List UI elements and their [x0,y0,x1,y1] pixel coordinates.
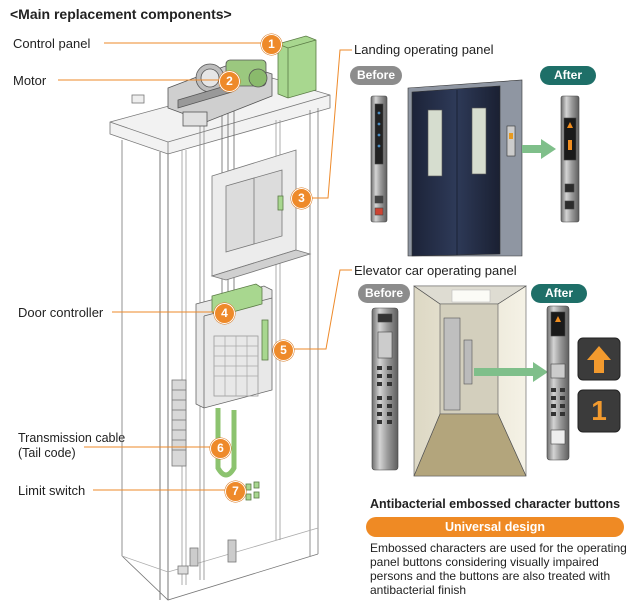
landing-before-panel [370,95,388,223]
feature-title: Antibacterial embossed character buttons [370,497,621,511]
universal-design-bar: Universal design [366,517,624,537]
label-control-panel: Control panel [13,36,91,51]
limit-switches [245,481,260,501]
label-transmission-cable-line1: Transmission cable [18,431,126,445]
label-limit-switch: Limit switch [18,483,86,498]
callout-4: 4 [214,303,235,324]
after-badge-landing: After [540,66,596,85]
landing-door-floor [210,149,312,281]
callout-7: 7 [225,481,246,502]
car-after-panel [546,305,570,461]
callout-3: 3 [291,188,312,209]
up-arrow-button-icon [577,337,621,381]
callout-1: 1 [261,34,282,55]
feature-description: Embossed characters are used for the ope… [370,541,627,597]
before-badge-car: Before [358,284,410,303]
landing-door-photo [407,79,523,257]
car-interior-photo [413,285,528,477]
callout-5: 5 [273,340,294,361]
label-transmission-cable-line2: (Tail code) [18,446,76,460]
motor-unit [167,59,273,127]
label-transmission-cable: Transmission cable (Tail code) [18,431,125,461]
transmission-cable [215,408,237,478]
floor-one-button-label: 1 [591,395,607,426]
callout-2: 2 [219,71,240,92]
callout-6: 6 [210,438,231,459]
car-before-panel [371,307,399,471]
label-door-controller: Door controller [18,305,104,320]
elevator-car [195,283,273,409]
label-motor: Motor [13,73,47,88]
label-landing-panel: Landing operating panel [354,42,494,57]
leader-lines [58,42,352,491]
landing-after-panel [560,95,580,223]
before-badge-landing: Before [350,66,402,85]
landing-arrow [522,139,556,159]
floor-one-button-icon [577,389,621,433]
car-arrow [474,362,548,382]
after-badge-car: After [531,284,587,303]
diagram-heading: <Main replacement components> [10,6,232,22]
label-car-panel: Elevator car operating panel [354,263,517,278]
control-panel-box [277,35,317,99]
